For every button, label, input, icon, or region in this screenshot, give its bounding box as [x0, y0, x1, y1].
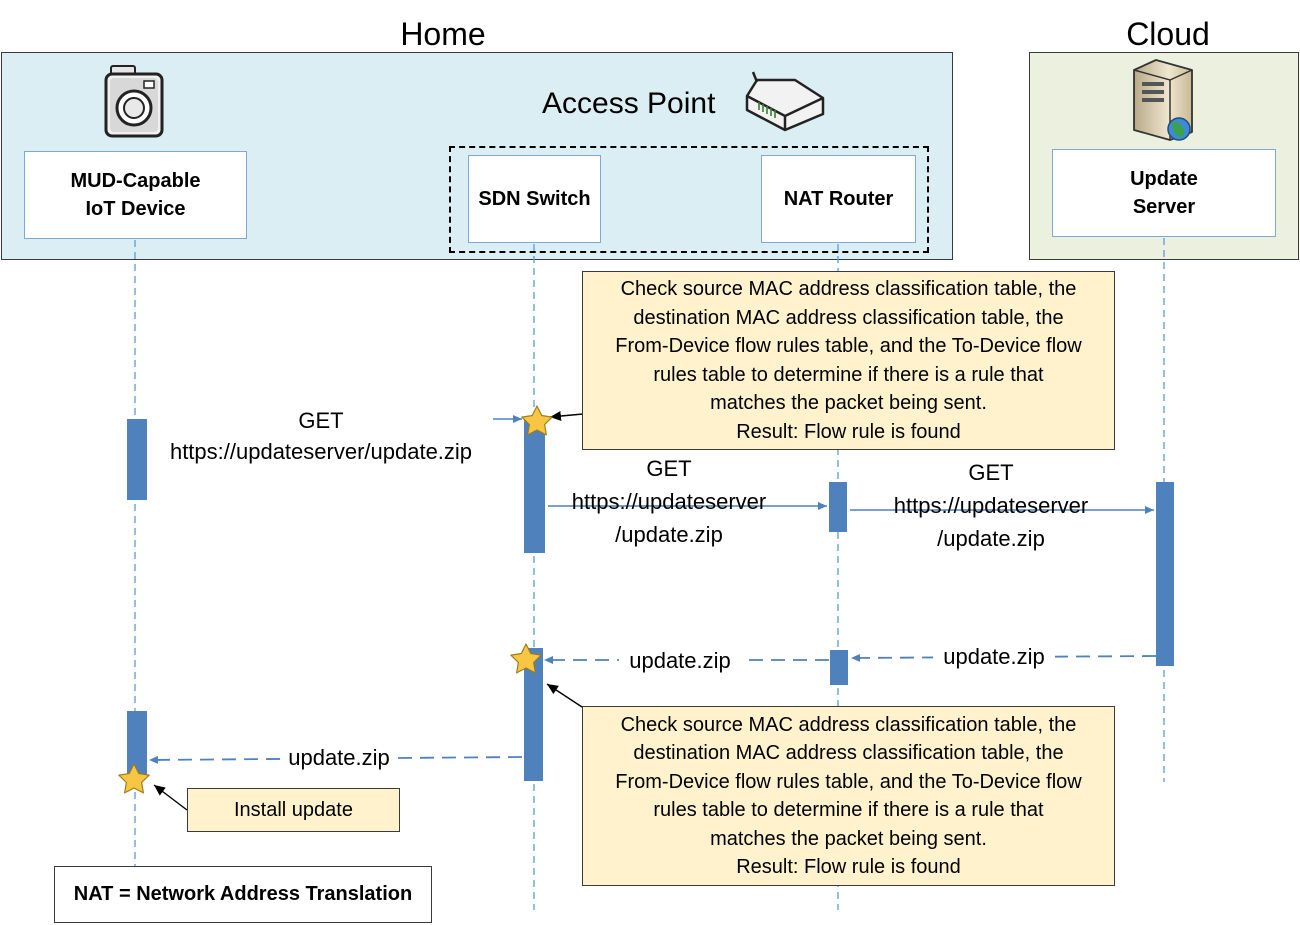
pointer-note-install: [153, 784, 188, 811]
entity-sdn-switch: SDN Switch: [468, 155, 601, 243]
star-icon: [118, 763, 150, 794]
camera-icon: [104, 65, 164, 138]
activation-router-2: [830, 650, 848, 685]
access-point-group: [449, 146, 929, 253]
home-region-label: Home: [400, 16, 486, 52]
msg-get-router-server: GET https://updateserver /update.zip: [893, 460, 1089, 551]
activation-server-1: [1156, 482, 1174, 666]
pointer-note-inbound: [546, 683, 583, 708]
pointer-note-outbound: [549, 411, 584, 421]
note-check-outbound: Check source MAC address classification …: [582, 271, 1115, 450]
activation-switch-2: [524, 648, 543, 781]
msg-zip-server-router: update.zip: [933, 640, 1055, 673]
activation-iot-2: [127, 711, 147, 775]
note-install-update: Install update: [187, 788, 400, 832]
msg-zip-router-switch: update.zip: [619, 644, 741, 677]
msg-get-switch-router: GET https://updateserver /update.zip: [571, 456, 767, 547]
msg-zip-switch-device: update.zip: [282, 741, 396, 774]
activation-iot-1: [127, 419, 147, 500]
router-icon: [745, 71, 825, 132]
arrow-zip-server-router: [850, 653, 1157, 662]
access-point-label: Access Point: [542, 87, 716, 120]
star-icon: [521, 405, 553, 436]
entity-update-server: Update Server: [1052, 149, 1276, 237]
cloud-region-label: Cloud: [1126, 16, 1210, 52]
entity-nat-router: NAT Router: [761, 155, 916, 243]
msg-get-device-switch: GET https://updateserver/update.zip: [169, 408, 473, 464]
entity-iot-device: MUD-Capable IoT Device: [24, 151, 247, 239]
activation-router-1: [829, 482, 847, 532]
star-icon: [510, 643, 542, 674]
legend-box: NAT = Network Address Translation: [54, 866, 432, 923]
server-icon: [1133, 59, 1193, 141]
activation-switch-1: [524, 418, 545, 553]
note-check-inbound: Check source MAC address classification …: [582, 706, 1115, 886]
